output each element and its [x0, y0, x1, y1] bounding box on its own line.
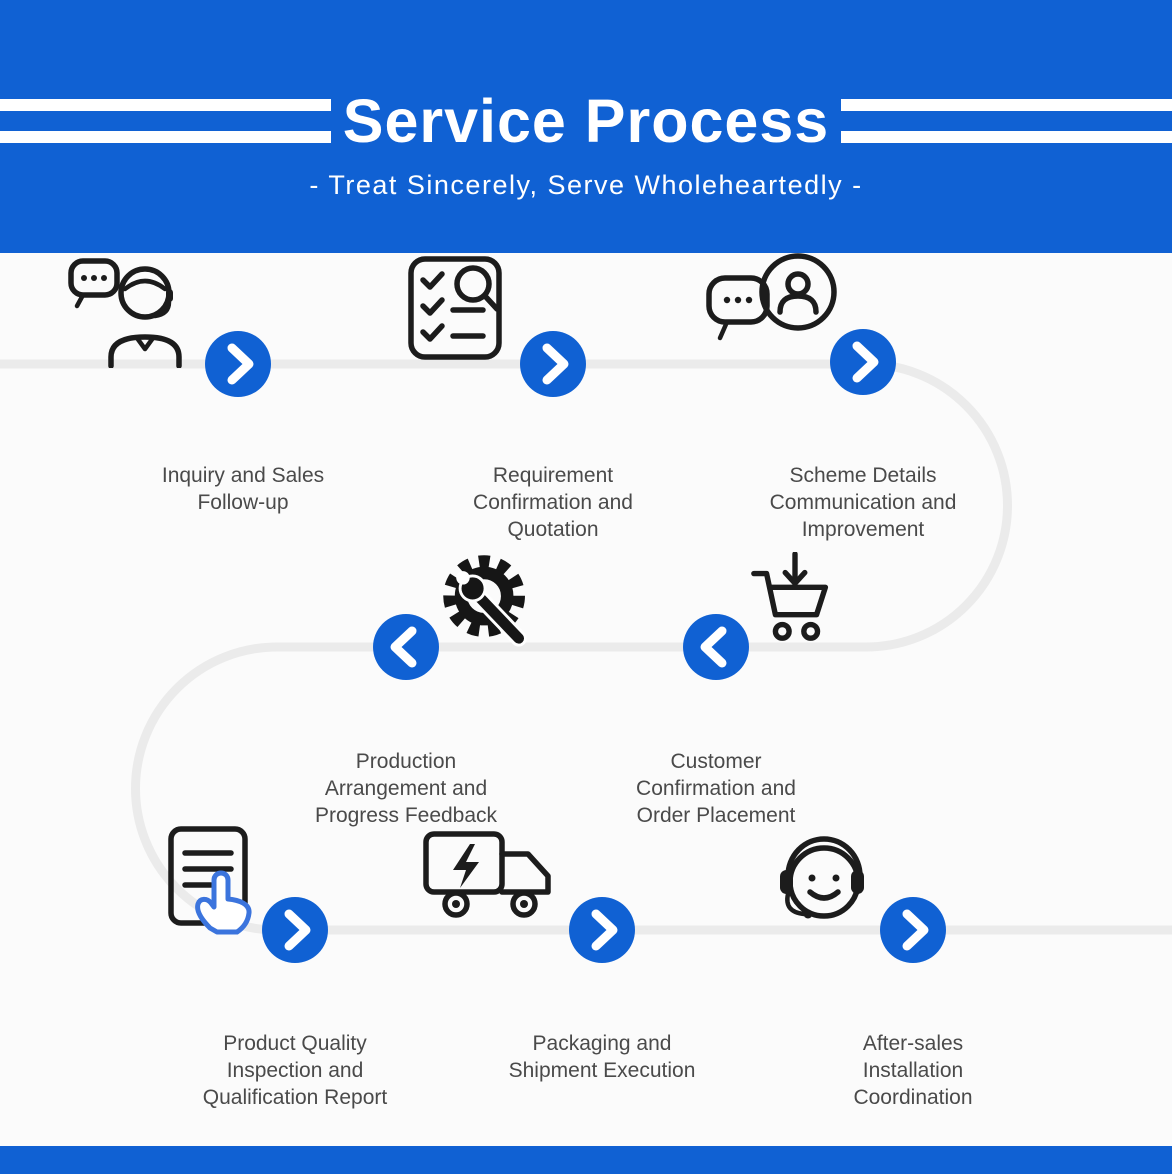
page-title: Service Process: [342, 87, 830, 155]
step-label-customer-confirmation: Customer Confirmation and Order Placemen…: [636, 750, 796, 827]
step-label-scheme-details: Scheme Details Communication and Improve…: [769, 464, 957, 541]
step-label-production: Production Arrangement and Progress Feed…: [314, 750, 498, 827]
banner-stripes-left: [0, 99, 331, 143]
delivery-truck-icon: [420, 826, 562, 930]
chat-discussion-icon: [703, 250, 843, 362]
next-step-arrow-5: [373, 614, 439, 680]
page-subtitle: - Treat Sincerely, Serve Wholeheartedly …: [309, 170, 863, 200]
gear-wrench-icon: [433, 548, 541, 648]
shopping-cart-icon: [745, 552, 845, 650]
step-label-requirement: Requirement Confirmation and Quotation: [473, 464, 633, 541]
next-step-arrow-8: [880, 897, 946, 963]
bottom-accent-bar: [0, 1146, 1172, 1174]
banner: Service Process - Treat Sincerely, Serve…: [0, 0, 1172, 253]
next-step-arrow-3: [830, 329, 896, 395]
next-step-arrow-2: [520, 331, 586, 397]
support-agent-icon: [65, 253, 200, 368]
headset-support-icon: [762, 820, 882, 938]
step-label-inquiry: Inquiry and Sales Follow-up: [161, 464, 325, 514]
document-click-icon: [163, 823, 263, 937]
next-step-arrow-7: [569, 897, 635, 963]
next-step-arrow-6: [262, 897, 328, 963]
banner-stripes-right: [841, 99, 1172, 143]
checklist-magnifier-icon: [405, 254, 511, 362]
step-label-packaging: Packaging and Shipment Execution: [508, 1032, 696, 1082]
next-step-arrow-1: [205, 331, 271, 397]
step-label-after-sales: After-sales Installation Coordination: [853, 1032, 973, 1109]
next-step-arrow-4: [683, 614, 749, 680]
step-label-quality-inspection: Product Quality Inspection and Qualifica…: [202, 1032, 388, 1109]
